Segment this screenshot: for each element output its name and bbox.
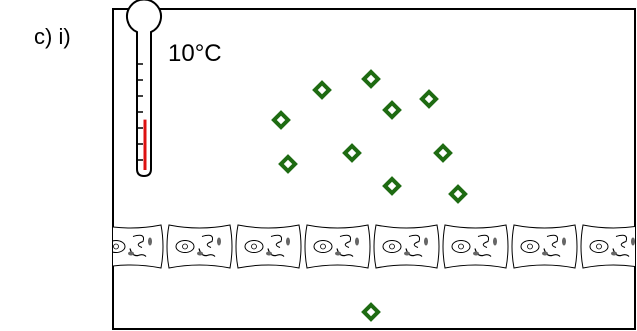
cell-outline bbox=[304, 224, 371, 269]
diagram-frame bbox=[112, 8, 636, 330]
organelle bbox=[197, 251, 203, 256]
thermometer-icon bbox=[126, 0, 162, 178]
membrane-cell bbox=[166, 224, 233, 269]
organelle bbox=[266, 251, 272, 256]
organelle bbox=[128, 251, 134, 256]
organelle bbox=[201, 234, 213, 248]
particle bbox=[342, 143, 362, 163]
particle bbox=[433, 143, 453, 163]
cell-nucleus bbox=[113, 240, 126, 253]
particle bbox=[361, 302, 381, 322]
organelle bbox=[611, 251, 617, 256]
membrane-cell bbox=[235, 224, 302, 269]
membrane-cell bbox=[373, 224, 440, 269]
cell-outline bbox=[235, 224, 302, 269]
organelle bbox=[148, 237, 152, 246]
organelle bbox=[615, 234, 627, 248]
particle bbox=[382, 176, 402, 196]
organelle bbox=[473, 251, 479, 256]
particle bbox=[271, 110, 291, 130]
particle bbox=[419, 89, 439, 109]
cell-nucleus bbox=[313, 240, 333, 253]
cell-outline bbox=[511, 224, 578, 269]
particle bbox=[382, 100, 402, 120]
organelle bbox=[477, 234, 489, 248]
membrane-cell bbox=[304, 224, 371, 269]
organelle bbox=[562, 237, 566, 246]
cell-outline bbox=[373, 224, 440, 269]
cell-nucleus bbox=[589, 240, 609, 253]
organelle bbox=[542, 251, 548, 256]
nucleolus bbox=[320, 243, 326, 250]
cell-nucleus bbox=[451, 240, 471, 253]
organelle bbox=[286, 237, 290, 246]
nucleolus bbox=[251, 243, 257, 250]
question-part-label: c) i) bbox=[34, 24, 71, 49]
organelle bbox=[335, 251, 341, 256]
nucleolus bbox=[389, 243, 395, 250]
cell-nucleus bbox=[244, 240, 264, 253]
organelle bbox=[546, 234, 558, 248]
organelle bbox=[355, 237, 359, 246]
cell-outline bbox=[580, 224, 635, 269]
membrane-cell bbox=[580, 224, 635, 269]
cell-outline bbox=[442, 224, 509, 269]
organelle bbox=[132, 234, 144, 248]
particle bbox=[312, 80, 332, 100]
membrane-cell bbox=[511, 224, 578, 269]
nucleolus bbox=[527, 243, 533, 250]
organelle bbox=[270, 234, 282, 248]
organelle bbox=[339, 234, 351, 248]
organelle bbox=[217, 237, 221, 246]
particle bbox=[448, 184, 468, 204]
nucleolus bbox=[458, 243, 464, 250]
organelle bbox=[631, 237, 635, 246]
nucleolus bbox=[596, 243, 602, 250]
particles bbox=[271, 69, 468, 322]
cell-nucleus bbox=[520, 240, 540, 253]
cell-nucleus bbox=[175, 240, 195, 253]
nucleolus bbox=[182, 243, 188, 250]
organelle bbox=[493, 237, 497, 246]
organelle bbox=[404, 251, 410, 256]
cell-outline bbox=[166, 224, 233, 269]
membrane-cell bbox=[113, 224, 164, 269]
organelle bbox=[424, 237, 428, 246]
nucleolus bbox=[113, 243, 119, 250]
particle bbox=[361, 69, 381, 89]
organelle bbox=[408, 234, 420, 248]
cell-outline bbox=[113, 224, 164, 269]
cell-membrane bbox=[113, 224, 635, 269]
particle bbox=[278, 154, 298, 174]
temperature-label: 10°C bbox=[168, 40, 222, 67]
membrane-cell bbox=[442, 224, 509, 269]
cell-nucleus bbox=[382, 240, 402, 253]
